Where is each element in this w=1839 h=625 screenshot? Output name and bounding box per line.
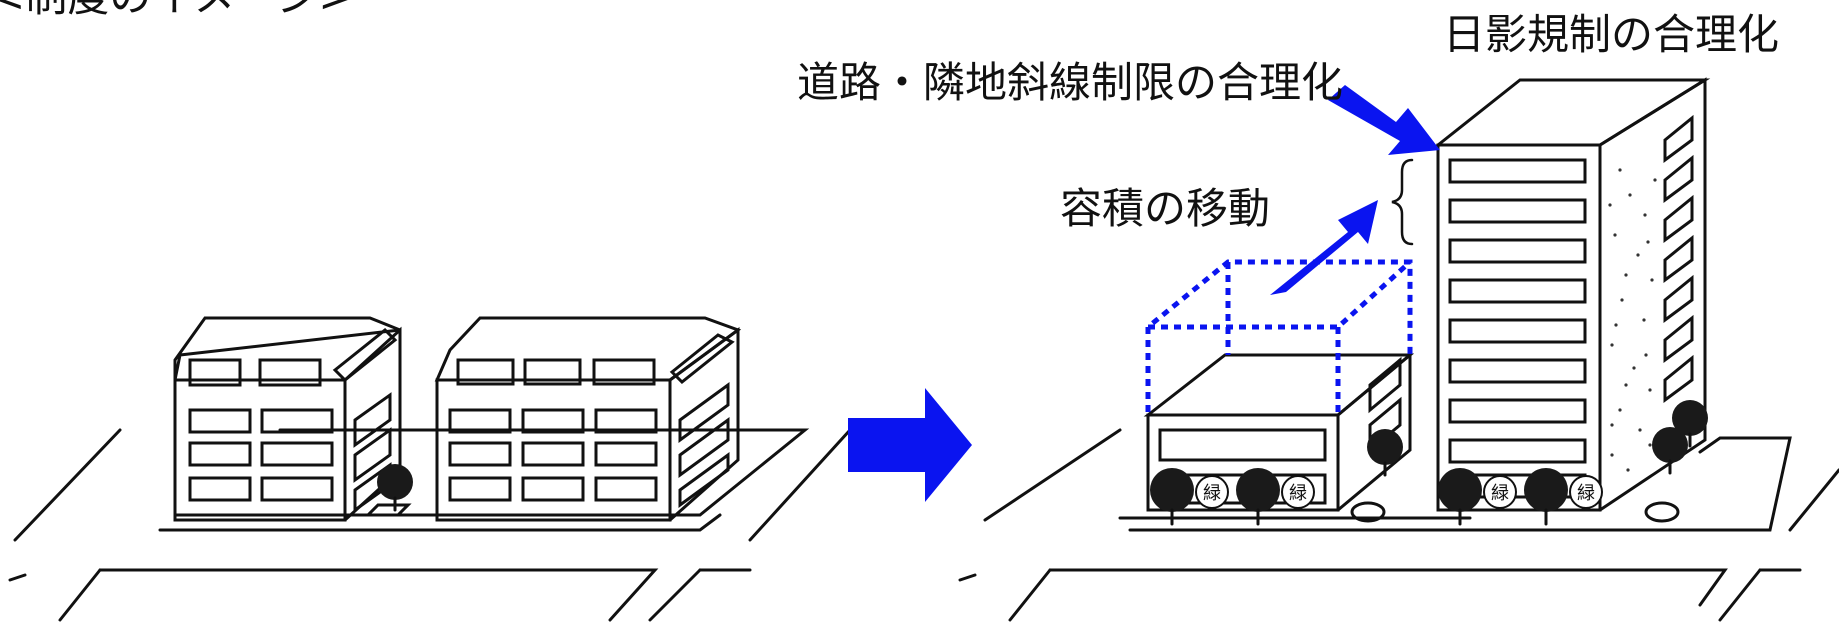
windows <box>188 408 334 502</box>
after-scene <box>958 77 1839 622</box>
floor-area-transfer-arrow-icon <box>1270 200 1378 295</box>
shading-dots <box>1608 168 1657 472</box>
label-floor-area-transfer: 容積の移動 <box>1060 184 1271 233</box>
tree-icon <box>1436 466 1484 526</box>
brace <box>1391 158 1414 246</box>
planter-icon <box>1569 475 1603 509</box>
label-shadow-regulation: 日影規制の合理化 <box>1443 10 1780 59</box>
road-lines <box>8 428 852 622</box>
tree-icon <box>1365 427 1405 477</box>
tree-icon <box>375 462 415 512</box>
transition-arrow-icon <box>848 388 972 502</box>
before-scene <box>8 316 852 622</box>
building-left-2 <box>434 316 742 522</box>
lot-outline <box>1128 436 1792 532</box>
caption: <制度のイメージ> <box>0 0 354 18</box>
planter-icon <box>1483 475 1517 509</box>
planter-icon <box>1195 475 1229 509</box>
label-road-setback: 道路・隣地斜線制限の合理化 <box>797 58 1344 107</box>
side-windows <box>1663 114 1694 403</box>
windows <box>448 408 658 502</box>
planter-icon <box>1281 475 1315 509</box>
road-lines <box>958 428 1839 622</box>
regulation-arrow-icon <box>1328 85 1440 155</box>
tree-icon <box>1148 466 1196 526</box>
tree-icon <box>1522 466 1570 526</box>
floor-windows <box>1448 158 1587 499</box>
tree-icon <box>1234 466 1282 526</box>
tall-building <box>1433 77 1711 512</box>
building-left-1 <box>173 316 402 522</box>
moved-volume-outline <box>1145 259 1413 412</box>
tree-icon <box>1650 425 1690 475</box>
